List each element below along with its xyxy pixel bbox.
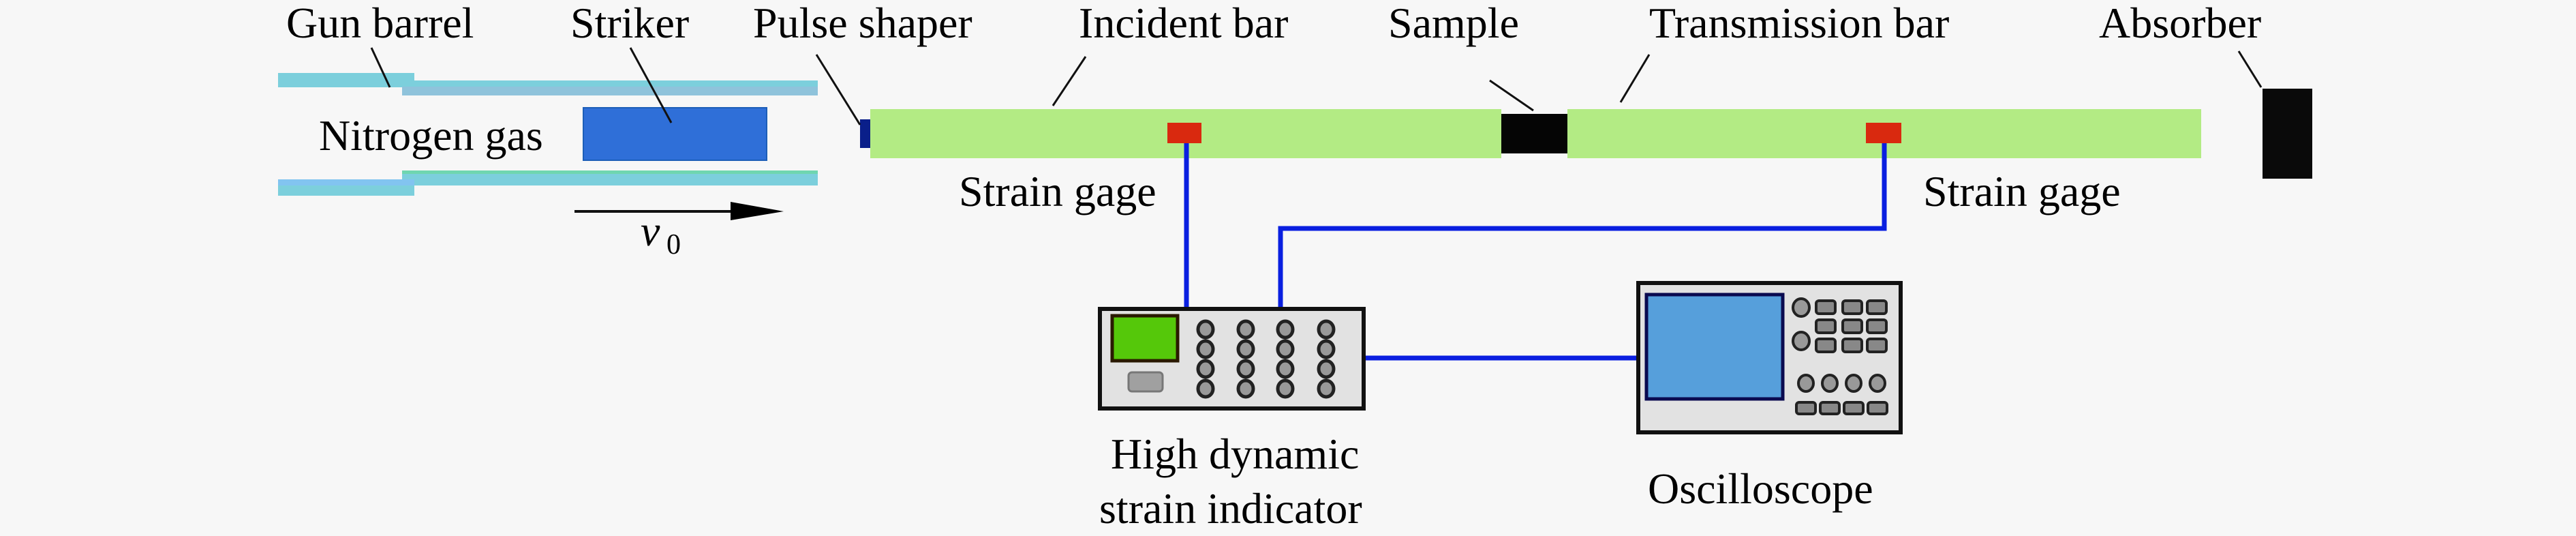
indicator-knob <box>1276 319 1295 340</box>
indicator-knob <box>1276 378 1295 399</box>
oscilloscope-button <box>1795 401 1817 415</box>
oscilloscope-knob <box>1869 374 1886 393</box>
striker <box>583 107 767 161</box>
indicator-knob <box>1236 319 1255 340</box>
oscilloscope-dial <box>1792 297 1811 318</box>
oscilloscope-button <box>1841 299 1863 315</box>
pointer-sample <box>1489 79 1534 112</box>
oscilloscope-controls <box>1792 297 1888 415</box>
oscilloscope-button <box>1815 299 1837 315</box>
oscilloscope-knob <box>1845 374 1862 393</box>
oscilloscope-button <box>1841 338 1863 353</box>
label-nitrogen-gas: Nitrogen gas <box>319 111 543 160</box>
oscilloscope-knob <box>1797 374 1815 393</box>
absorber <box>2263 89 2312 179</box>
pointer-transmission-bar <box>1619 54 1651 103</box>
indicator-knob <box>1196 378 1215 399</box>
indicator-knob <box>1317 378 1336 399</box>
oscilloscope-button <box>1815 318 1837 334</box>
gun-barrel <box>278 73 818 196</box>
indicator-knob <box>1236 339 1255 359</box>
label-pulse-shaper: Pulse shaper <box>753 0 972 47</box>
strain-gage-transmission <box>1866 123 1901 143</box>
label-indicator-line2: strain indicator <box>1099 484 1362 533</box>
oscilloscope-button <box>1867 401 1888 415</box>
label-striker: Striker <box>570 0 689 47</box>
gun-barrel-upper-left <box>278 73 414 87</box>
wire-transmission-gage <box>1278 140 1887 308</box>
label-strain-gage-right: Strain gage <box>1923 167 2121 215</box>
pulse-shaper <box>860 119 870 148</box>
label-strain-gage-left: Strain gage <box>959 167 1156 215</box>
indicator-button <box>1127 371 1164 393</box>
oscilloscope-knob <box>1821 374 1839 393</box>
sample <box>1501 114 1567 153</box>
oscilloscope-screen <box>1644 293 1785 401</box>
velocity-label: v <box>641 207 660 255</box>
indicator-screen <box>1110 314 1180 363</box>
oscilloscope-button <box>1866 299 1888 315</box>
gun-barrel-lower-left-highlight <box>278 179 414 185</box>
pointer-absorber <box>2237 50 2263 88</box>
label-absorber: Absorber <box>2099 0 2261 47</box>
label-oscilloscope: Oscilloscope <box>1648 464 1873 513</box>
oscilloscope-button <box>1841 318 1863 334</box>
label-gun-barrel: Gun barrel <box>286 0 474 47</box>
oscilloscope-button <box>1866 318 1888 334</box>
pointer-pulse-shaper <box>815 54 861 125</box>
indicator-knob <box>1276 339 1295 359</box>
pointer-incident-bar <box>1052 56 1087 106</box>
oscilloscope-button <box>1819 401 1841 415</box>
indicator-knob <box>1196 339 1215 359</box>
strain-gage-incident <box>1167 123 1201 143</box>
label-indicator-line1: High dynamic <box>1111 430 1359 478</box>
oscilloscope-button <box>1843 401 1865 415</box>
strain-indicator-device <box>1098 307 1366 411</box>
indicator-knob <box>1317 339 1336 359</box>
indicator-knob <box>1236 359 1255 379</box>
indicator-knob <box>1317 319 1336 340</box>
pointer-gun-barrel <box>370 47 391 88</box>
oscilloscope-button <box>1866 338 1888 353</box>
oscilloscope-button <box>1815 338 1837 353</box>
label-incident-bar: Incident bar <box>1079 0 1288 47</box>
oscilloscope-dial <box>1792 331 1811 351</box>
velocity-arrow <box>574 202 784 220</box>
gun-barrel-lower-highlight <box>402 170 818 174</box>
indicator-knob <box>1317 359 1336 379</box>
label-sample: Sample <box>1388 0 1519 47</box>
velocity-subscript: 0 <box>666 229 681 260</box>
indicator-knob <box>1276 359 1295 379</box>
gun-barrel-lower-right <box>402 170 818 185</box>
gun-barrel-upper-highlight <box>402 80 818 87</box>
label-transmission-bar: Transmission bar <box>1649 0 1949 47</box>
oscilloscope-device <box>1636 281 1903 434</box>
pointer-striker <box>629 47 673 123</box>
indicator-knob <box>1196 319 1215 340</box>
indicator-knob <box>1236 378 1255 399</box>
indicator-knob <box>1196 359 1215 379</box>
indicator-knobs <box>1196 319 1336 399</box>
